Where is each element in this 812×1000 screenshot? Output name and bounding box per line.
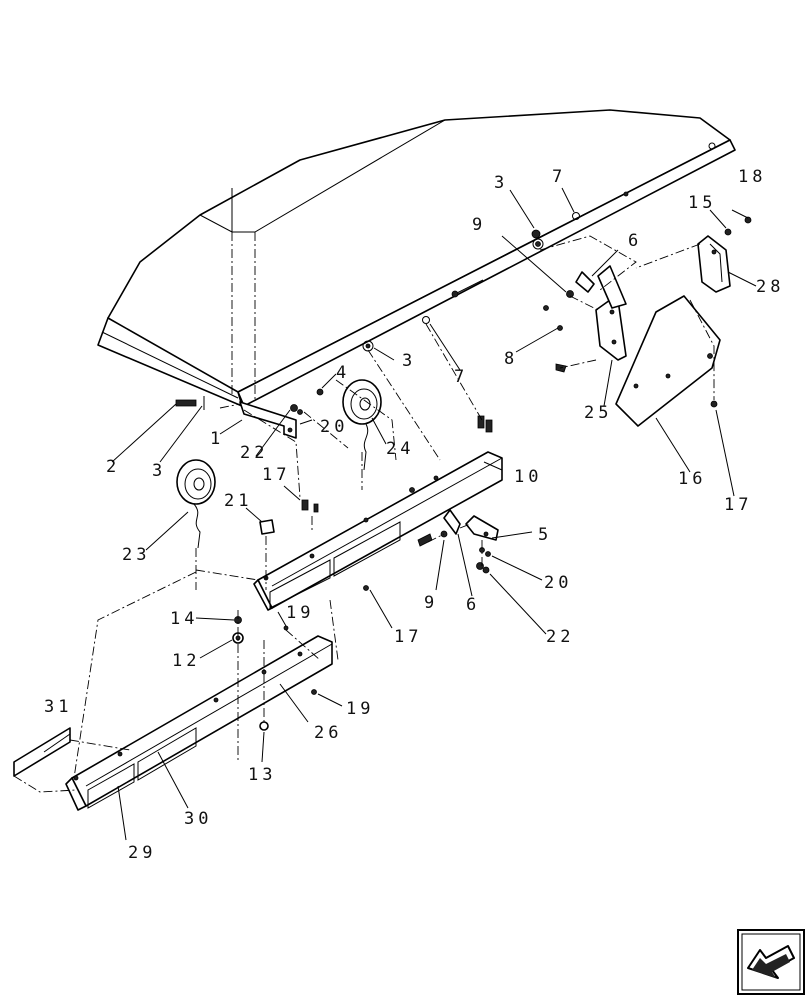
callout-26: 26 xyxy=(314,723,342,743)
plate-part-31 xyxy=(13,727,71,777)
callout-29: 29 xyxy=(128,843,156,863)
callout-24: 24 xyxy=(386,439,414,459)
callout-20-top: 20 xyxy=(320,417,348,437)
callout-7-top: 7 xyxy=(552,167,566,187)
callout-16: 16 xyxy=(678,469,706,489)
callout-6-low: 6 xyxy=(466,595,480,615)
callout-19-top: 19 xyxy=(286,603,314,623)
callout-8: 8 xyxy=(504,349,518,369)
callout-6-top: 6 xyxy=(628,231,642,251)
callout-23: 23 xyxy=(122,545,150,565)
callout-30: 30 xyxy=(184,809,212,829)
rail-part-10 xyxy=(253,451,503,611)
callout-3-left: 3 xyxy=(152,461,166,481)
callout-17-mid: 17 xyxy=(394,627,422,647)
rail-part-26 xyxy=(65,635,333,811)
callout-7-mid: 7 xyxy=(454,367,468,387)
callout-10: 10 xyxy=(514,467,542,487)
callout-labels: 3 7 18 15 9 6 28 8 3 7 4 25 2 1 20 3 22 … xyxy=(44,167,784,863)
callout-1: 1 xyxy=(210,429,224,449)
assembly-lines xyxy=(13,235,715,793)
light-part-28 xyxy=(697,235,731,293)
callout-15: 15 xyxy=(688,193,716,213)
bracket-part-6 xyxy=(443,271,595,535)
roof-panel xyxy=(97,109,736,407)
callout-18: 18 xyxy=(738,167,766,187)
bracket-part-1 xyxy=(239,401,297,439)
leader-lines xyxy=(43,187,757,841)
callout-25: 25 xyxy=(584,403,612,423)
work-lamp-part-24 xyxy=(342,379,382,471)
callout-9-top: 9 xyxy=(472,215,486,235)
callout-5: 5 xyxy=(538,525,552,545)
callout-21: 21 xyxy=(224,491,252,511)
callout-17-left: 17 xyxy=(262,465,290,485)
callout-9-low: 9 xyxy=(424,593,438,613)
callout-22-top: 22 xyxy=(240,443,268,463)
callout-13: 13 xyxy=(248,765,276,785)
callout-31: 31 xyxy=(44,697,72,717)
callout-20-low: 20 xyxy=(544,573,572,593)
callout-3-top: 3 xyxy=(494,173,508,193)
callout-17-right: 17 xyxy=(724,495,752,515)
callout-12: 12 xyxy=(172,651,200,671)
work-lamp-part-23 xyxy=(176,459,216,549)
callout-22-low: 22 xyxy=(546,627,574,647)
return-arrow-icon[interactable] xyxy=(737,929,805,995)
panel-part-16 xyxy=(615,295,721,427)
callout-2: 2 xyxy=(106,457,120,477)
callout-3-mid: 3 xyxy=(402,351,416,371)
bracket-part-25 xyxy=(595,265,627,361)
callout-28: 28 xyxy=(756,277,784,297)
callout-19-low: 19 xyxy=(346,699,374,719)
callout-4: 4 xyxy=(336,363,350,383)
callout-14: 14 xyxy=(170,609,198,629)
bracket-part-5 xyxy=(465,515,499,541)
